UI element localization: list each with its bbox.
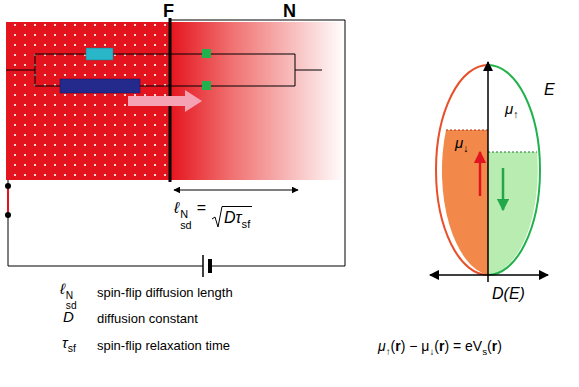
chemical-potential: μ↑ xyxy=(505,100,518,121)
label-text: D xyxy=(63,308,74,325)
radical-sign xyxy=(211,206,223,228)
label-text: ) − μ xyxy=(401,338,430,354)
label-text: ℓ xyxy=(60,280,65,297)
battery-symbol xyxy=(203,255,210,277)
label-text: ( xyxy=(487,338,492,354)
label-text: μ xyxy=(378,338,386,354)
symbol: ℓNsd xyxy=(60,280,77,311)
label-text: diffusion constant xyxy=(97,311,198,326)
legend-text: diffusion constant xyxy=(97,311,198,327)
density-of-states xyxy=(430,62,548,282)
chemical-potential: μ↓ xyxy=(455,134,468,155)
label-text: r xyxy=(395,338,400,354)
label-text: sf xyxy=(68,342,76,354)
label-text: ↑ xyxy=(386,346,391,357)
circuit-wire xyxy=(8,20,345,266)
axis-label: E xyxy=(544,80,555,100)
label-text: spin-flip relaxation time xyxy=(97,338,230,353)
label-text: = xyxy=(197,199,206,216)
label-text: N xyxy=(66,291,77,301)
axis-label: D(E) xyxy=(492,284,525,304)
region-label: F xyxy=(163,0,174,23)
spin-injection-arrow xyxy=(128,90,202,112)
symbol: D xyxy=(63,308,74,327)
script-stack: Nsd xyxy=(180,209,192,231)
label-text: ↓ xyxy=(463,142,468,154)
label-text: ( xyxy=(391,338,396,354)
legend-text: spin-flip diffusion length xyxy=(97,285,233,301)
square-root: Dτsf xyxy=(211,206,252,230)
label-text: E xyxy=(544,81,555,98)
label-text: ↑ xyxy=(513,108,518,120)
terminal-dot xyxy=(5,183,11,189)
switch-segment xyxy=(7,186,9,215)
label-text: sd xyxy=(180,220,192,231)
equation: μ↑(r) − μ↓(r) = eVs(r) xyxy=(378,338,502,358)
label-text: N xyxy=(180,209,192,220)
label-text: ↓ xyxy=(429,346,434,357)
outline xyxy=(170,20,345,21)
label-text: Dτ xyxy=(224,209,242,226)
legend-text: spin-flip relaxation time xyxy=(97,338,230,354)
spin-down-resistor-n xyxy=(202,81,211,90)
label-text: ) = eV xyxy=(444,338,482,354)
label-text: ( xyxy=(434,338,439,354)
label-text: ℓ xyxy=(174,199,179,216)
radicand: Dτsf xyxy=(223,206,252,230)
spin-up-resistor-n xyxy=(202,49,211,58)
spin-down-resistor-f xyxy=(60,79,140,93)
label-text: s xyxy=(482,346,487,357)
spin-up-resistor-f xyxy=(86,48,113,60)
label-text: μ xyxy=(455,134,463,151)
length-formula: ℓNsd = Dτsf xyxy=(174,198,252,231)
terminal-dot xyxy=(5,212,11,218)
label-text: r xyxy=(492,338,497,354)
label-text: F xyxy=(163,1,174,21)
label-text: r xyxy=(439,338,444,354)
label-text: D(E) xyxy=(492,285,525,302)
label-text: spin-flip diffusion length xyxy=(97,285,233,300)
label-text: τ xyxy=(62,334,68,351)
label-text: N xyxy=(283,1,296,21)
label-text: ) xyxy=(497,338,502,354)
label-text: sf xyxy=(242,218,251,230)
script-stack: Nsd xyxy=(66,291,77,311)
resistor-network xyxy=(6,54,322,86)
region-label: N xyxy=(283,0,296,23)
length-arrow xyxy=(174,190,298,191)
symbol: τsf xyxy=(62,334,76,355)
label-text: μ xyxy=(505,100,513,117)
